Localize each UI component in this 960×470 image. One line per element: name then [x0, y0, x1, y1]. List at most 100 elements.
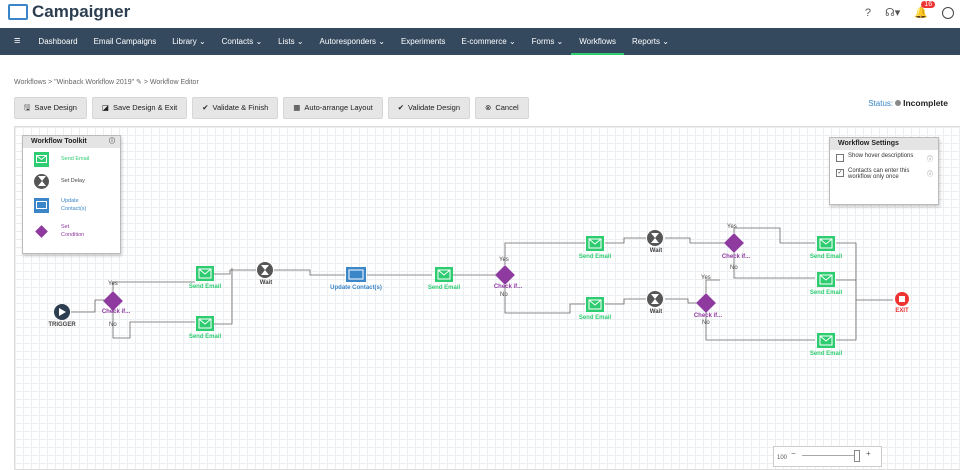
contact-card-icon [34, 197, 49, 213]
info-icon[interactable]: ⓘ [108, 139, 115, 145]
validate-finish-button[interactable]: ✔Validate & Finish [192, 97, 279, 119]
show-hover-checkbox[interactable] [836, 154, 844, 162]
user-avatar-icon[interactable] [942, 6, 954, 19]
zoom-slider-handle[interactable] [854, 450, 860, 462]
once-only-setting: ✓ Contacts can enter this workflow only … [836, 168, 933, 180]
save-exit-button[interactable]: ◪Save Design & Exit [91, 97, 188, 119]
nav-reports[interactable]: Reports ⌄ [632, 37, 669, 46]
menu-icon[interactable]: ≡ [14, 35, 21, 47]
notification-badge: 16 [921, 1, 936, 8]
workflow-toolkit-panel[interactable]: Workflow Toolkit ⓘ Send Email Set Delay … [22, 135, 121, 254]
main-nav: ≡ Dashboard Email Campaigns Library ⌄ Co… [0, 28, 960, 55]
check-condition-node[interactable] [724, 233, 744, 253]
wait-node[interactable] [647, 230, 663, 246]
connector [836, 299, 893, 341]
nav-contacts[interactable]: Contacts ⌄ [221, 37, 263, 46]
toolkit-item-set-condition[interactable]: Set Condition [23, 218, 120, 244]
edit-pencil-icon[interactable]: ✎ [136, 79, 142, 86]
envelope-icon [198, 318, 212, 329]
envelope-icon [588, 299, 602, 310]
zoom-out-button[interactable]: − [791, 449, 796, 458]
nav-library[interactable]: Library ⌄ [172, 37, 206, 46]
check-label: Check if... [101, 309, 131, 315]
auto-arrange-button[interactable]: ▦Auto-arrange Layout [283, 97, 383, 119]
breadcrumb-current: Workflow Editor [149, 79, 199, 86]
connector [705, 312, 815, 341]
save-design-button[interactable]: 🖫Save Design [14, 97, 87, 119]
nav-experiments[interactable]: Experiments [400, 37, 446, 46]
no-label: No [730, 265, 738, 271]
status-dot-icon [895, 100, 902, 106]
show-hover-setting: Show hover descriptions ⓘ [830, 150, 938, 165]
nav-ecommerce[interactable]: E-commerce ⌄ [461, 37, 516, 46]
validate-design-button[interactable]: ✔Validate Design [387, 97, 471, 119]
app-logo[interactable]: Campaigner [8, 2, 130, 22]
once-only-checkbox[interactable]: ✓ [836, 169, 844, 177]
send-email-label: Send Email [188, 334, 222, 340]
connector [705, 279, 720, 293]
connector [214, 268, 233, 325]
no-label: No [500, 292, 508, 298]
zoom-in-button[interactable]: + [866, 449, 871, 458]
play-icon [59, 308, 66, 316]
nav-lists[interactable]: Lists ⌄ [278, 37, 304, 46]
nav-forms[interactable]: Forms ⌄ [531, 37, 564, 46]
send-email-label: Send Email [809, 351, 843, 357]
envelope-icon [437, 269, 451, 280]
breadcrumb: Workflows > "Winback Workflow 2019" ✎ > … [14, 79, 199, 86]
connector [605, 298, 646, 305]
hourglass-icon [651, 294, 659, 304]
check-condition-node[interactable] [103, 291, 123, 311]
breadcrumb-workflow-name[interactable]: "Winback Workflow 2019" [54, 79, 135, 86]
cancel-button[interactable]: ⊗Cancel [475, 97, 529, 119]
info-icon[interactable]: ⓘ [926, 157, 933, 163]
connector [214, 269, 256, 275]
no-label: No [109, 322, 117, 328]
toolkit-item-set-delay[interactable]: Set Delay [23, 170, 120, 192]
check-condition-node[interactable] [495, 265, 515, 285]
zoom-slider[interactable] [802, 455, 856, 456]
workflow-canvas[interactable] [14, 126, 960, 470]
cancel-icon: ⊗ [485, 103, 492, 112]
check-icon: ✔ [202, 103, 209, 112]
send-email-label: Send Email [809, 290, 843, 296]
breadcrumb-workflows[interactable]: Workflows [14, 79, 47, 86]
connector [504, 242, 585, 265]
toolkit-item-send-email[interactable]: Send Email [23, 148, 120, 170]
info-icon[interactable]: ⓘ [926, 172, 933, 178]
hourglass-icon [34, 173, 49, 189]
check-label: Check if... [721, 254, 751, 260]
settings-header[interactable]: Workflow Settings [830, 138, 938, 150]
toolkit-header[interactable]: Workflow Toolkit ⓘ [23, 136, 120, 148]
connector [665, 298, 697, 304]
app-name: Campaigner [32, 2, 131, 21]
send-email-label: Send Email [809, 254, 843, 260]
status-value: Incomplete [903, 98, 948, 108]
headset-icon[interactable]: ☊▾ [885, 7, 901, 19]
connector [836, 242, 857, 300]
wait-label: Wait [649, 309, 663, 315]
send-email-label: Send Email [427, 285, 461, 291]
check-condition-node[interactable] [696, 293, 716, 313]
nav-autoresponders[interactable]: Autoresponders ⌄ [319, 37, 385, 46]
help-icon[interactable]: ? [864, 6, 871, 19]
send-email-label: Send Email [578, 315, 612, 321]
wait-node[interactable] [257, 262, 273, 278]
nav-email-campaigns[interactable]: Email Campaigns [93, 37, 157, 46]
send-email-label: Send Email [188, 284, 222, 290]
nav-dashboard[interactable]: Dashboard [38, 37, 78, 46]
wait-node[interactable] [647, 291, 663, 307]
check-label: Check if... [693, 313, 723, 319]
envelope-icon [34, 151, 49, 167]
yes-label: Yes [727, 224, 737, 230]
update-contact-node[interactable] [346, 267, 366, 282]
connector [733, 227, 815, 244]
stop-icon [899, 296, 905, 302]
send-email-label: Send Email [578, 254, 612, 260]
bell-icon[interactable]: 🔔16 [914, 1, 936, 19]
workflow-settings-panel[interactable]: Workflow Settings Show hover description… [829, 137, 939, 205]
nav-workflows[interactable]: Workflows [571, 28, 625, 55]
yes-label: Yes [108, 281, 118, 287]
toolkit-item-update-contact[interactable]: Update Contact(s) [23, 192, 120, 218]
